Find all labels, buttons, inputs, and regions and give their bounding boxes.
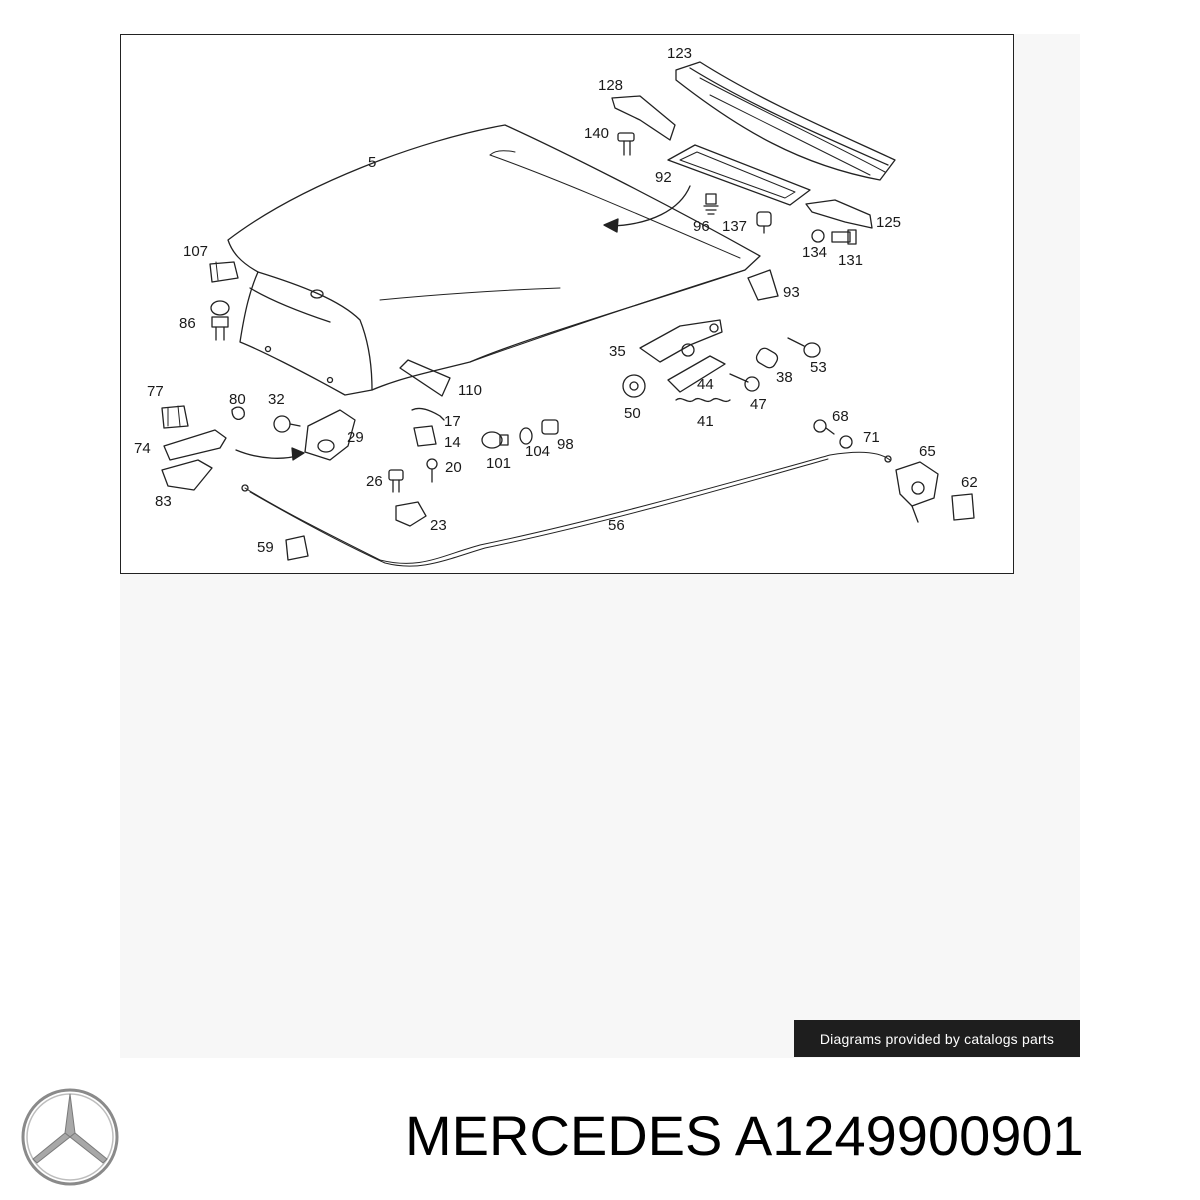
part-83-bracket xyxy=(161,459,213,491)
label-137: 137 xyxy=(722,218,747,235)
part-62-clip xyxy=(951,493,975,521)
part-74-bracket xyxy=(163,429,227,461)
part-38-sleeve xyxy=(755,347,779,369)
part-96-clip xyxy=(703,193,719,215)
part-53-bolt xyxy=(787,337,821,358)
label-5: 5 xyxy=(368,154,376,171)
label-134: 134 xyxy=(802,244,827,261)
label-32: 32 xyxy=(268,391,285,408)
label-47: 47 xyxy=(750,396,767,413)
label-62: 62 xyxy=(961,474,978,491)
label-44: 44 xyxy=(697,376,714,393)
hood-panel xyxy=(227,124,761,396)
part-labels: 5 123 128 140 92 96 137 125 134 131 107 … xyxy=(134,45,978,556)
label-20: 20 xyxy=(445,459,462,476)
label-74: 74 xyxy=(134,440,151,457)
label-50: 50 xyxy=(624,405,641,422)
part-20-screw xyxy=(426,458,438,483)
label-77: 77 xyxy=(147,383,164,400)
label-23: 23 xyxy=(430,517,447,534)
label-92: 92 xyxy=(655,169,672,186)
label-71: 71 xyxy=(863,429,880,446)
part-59-clip xyxy=(285,535,309,561)
label-65: 65 xyxy=(919,443,936,460)
part-56-cable xyxy=(244,451,891,564)
part-131-bolt xyxy=(831,229,857,245)
part-123-cowl xyxy=(675,61,896,181)
label-98: 98 xyxy=(557,436,574,453)
label-96: 96 xyxy=(693,218,710,235)
part-23-bracket xyxy=(395,501,427,527)
label-38: 38 xyxy=(776,369,793,386)
part-17-clip xyxy=(411,407,445,421)
label-125: 125 xyxy=(876,214,901,231)
label-86: 86 xyxy=(179,315,196,332)
label-41: 41 xyxy=(697,413,714,430)
arrow-92 xyxy=(609,185,691,227)
part-80-clip xyxy=(231,406,245,421)
part-47-bolt xyxy=(729,373,760,392)
label-128: 128 xyxy=(598,77,623,94)
label-68: 68 xyxy=(832,408,849,425)
label-14: 14 xyxy=(444,434,461,451)
part-93-block xyxy=(747,269,779,301)
part-71-grommet xyxy=(839,435,853,449)
part-110-trim xyxy=(399,359,451,397)
part-128-bracket xyxy=(611,95,676,141)
label-131: 131 xyxy=(838,252,863,269)
label-35: 35 xyxy=(609,343,626,360)
arrow-74 xyxy=(235,449,301,459)
part-101-plug xyxy=(481,431,509,449)
part-98-nut xyxy=(541,419,559,435)
label-17: 17 xyxy=(444,413,461,430)
diagram-credit-badge: Diagrams provided by catalogs parts xyxy=(794,1020,1080,1057)
part-number-title: MERCEDES A1249900901 xyxy=(405,1104,1084,1167)
part-14-clip xyxy=(413,425,437,447)
label-101: 101 xyxy=(486,455,511,472)
part-137-clip xyxy=(756,211,772,234)
mercedes-star-icon xyxy=(21,1088,119,1186)
part-32-screw xyxy=(273,415,301,433)
part-35-hinge xyxy=(639,319,723,363)
label-107: 107 xyxy=(183,243,208,260)
label-104: 104 xyxy=(525,443,550,460)
label-56: 56 xyxy=(608,517,625,534)
label-80: 80 xyxy=(229,391,246,408)
part-134-washer xyxy=(811,229,825,243)
label-83: 83 xyxy=(155,493,172,510)
part-107-buffer xyxy=(209,261,239,283)
part-104-washer xyxy=(519,427,533,445)
part-41-spring xyxy=(675,397,731,403)
label-29: 29 xyxy=(347,429,364,446)
label-26: 26 xyxy=(366,473,383,490)
part-125-bracket xyxy=(805,199,873,229)
part-140-clip xyxy=(617,132,635,156)
part-92-seal xyxy=(667,144,811,206)
part-26-bolt xyxy=(388,469,404,493)
label-123: 123 xyxy=(667,45,692,62)
label-110: 110 xyxy=(458,382,482,399)
parts-diagram-frame xyxy=(120,34,1014,574)
part-29-lock xyxy=(304,409,356,461)
part-86-bolt xyxy=(210,300,230,341)
label-93: 93 xyxy=(783,284,800,301)
label-59: 59 xyxy=(257,539,274,556)
label-53: 53 xyxy=(810,359,827,376)
part-68-screw xyxy=(813,419,835,435)
label-140: 140 xyxy=(584,125,609,142)
part-65-lock xyxy=(895,461,939,523)
part-50-gear xyxy=(622,374,646,398)
part-44-bracket xyxy=(667,355,726,393)
part-77-bracket xyxy=(161,405,189,429)
